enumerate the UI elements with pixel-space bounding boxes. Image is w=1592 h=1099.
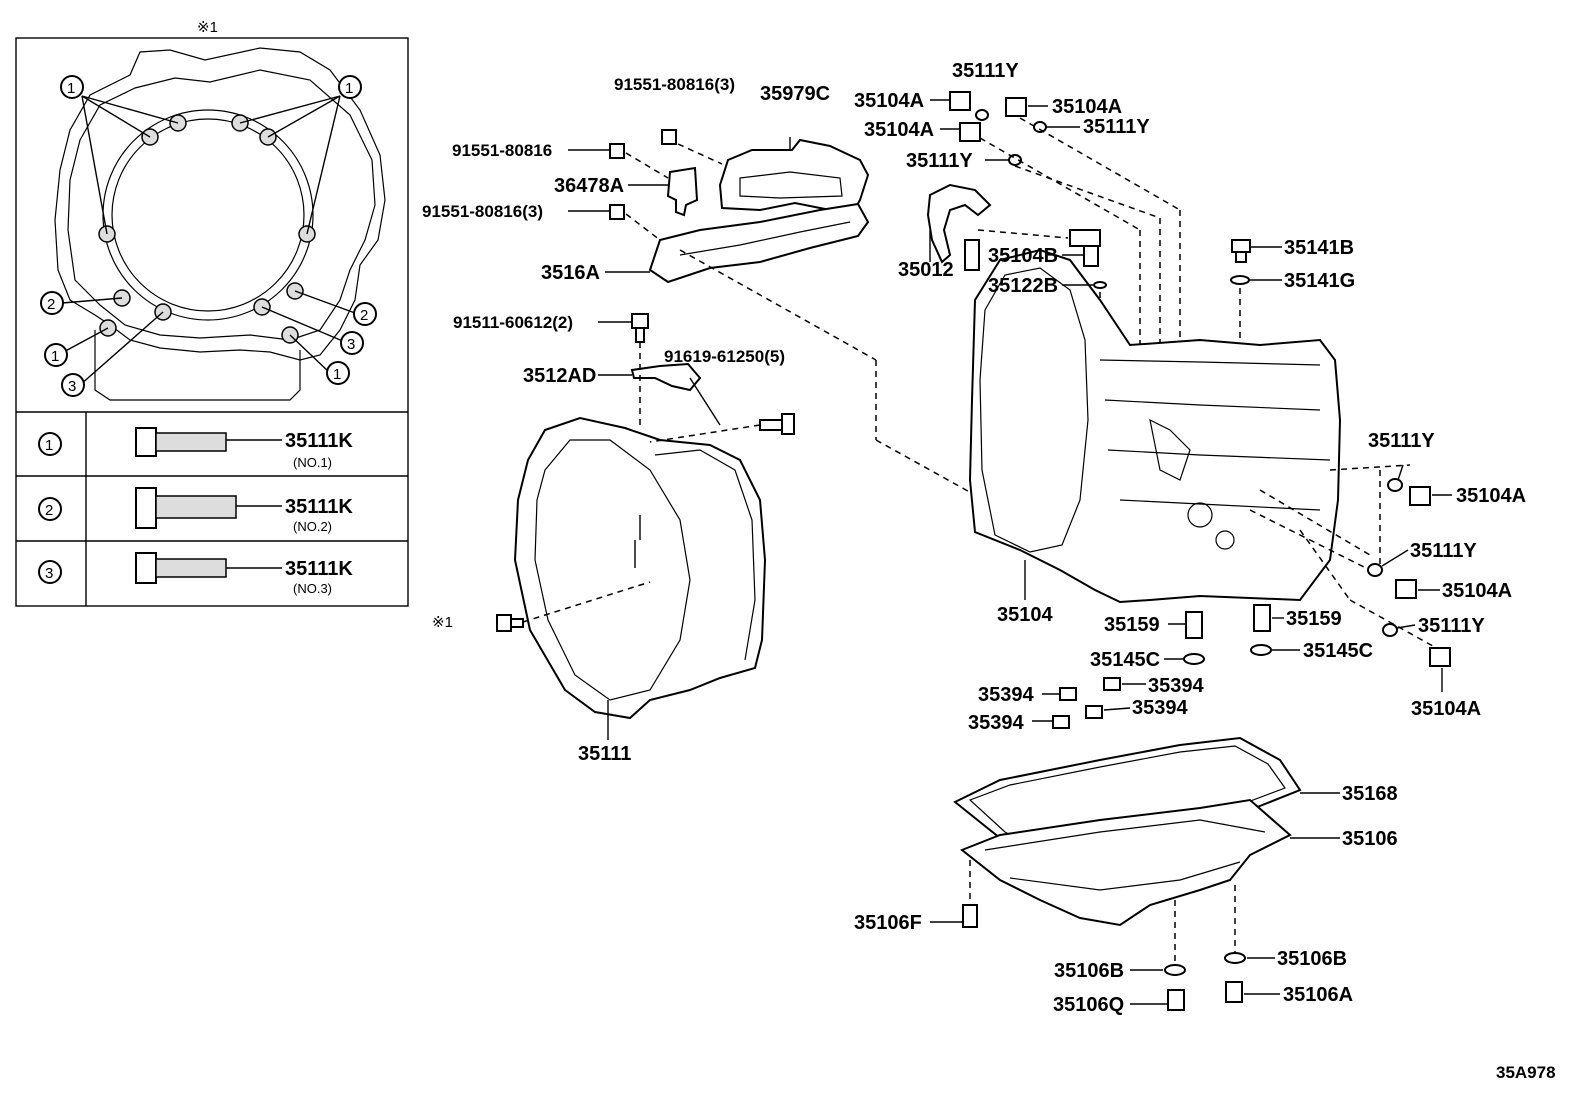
label-35104A-tr: 35104A bbox=[1052, 96, 1122, 118]
part-labels: 91551-80816(3) 35979C 91551-80816 36478A… bbox=[422, 60, 1556, 1082]
bolt-91619 bbox=[759, 413, 795, 435]
label-35168: 35168 bbox=[1342, 783, 1398, 805]
label-35159-left: 35159 bbox=[1104, 614, 1160, 636]
inset-bore-circle bbox=[102, 109, 314, 321]
svg-text:(NO.3): (NO.3) bbox=[293, 581, 332, 596]
label-35104A-s1: 35104A bbox=[1456, 485, 1526, 507]
svg-text:1: 1 bbox=[45, 437, 53, 454]
cover-35979C bbox=[718, 137, 870, 216]
label-35104A-s2: 35104A bbox=[1442, 580, 1512, 602]
label-35394-b: 35394 bbox=[1148, 675, 1204, 697]
label-35111Y-top: 35111Y bbox=[952, 60, 1019, 82]
inset-table-row-3: 3 35111K (NO.3) bbox=[38, 552, 353, 596]
label-35145C-left: 35145C bbox=[1090, 649, 1160, 671]
svg-text:35111K: 35111K bbox=[285, 430, 353, 452]
plug-35104B bbox=[1069, 229, 1101, 267]
svg-text:1: 1 bbox=[333, 366, 341, 383]
plug-35141B bbox=[1230, 239, 1251, 285]
transmission-case-35104 bbox=[968, 248, 1342, 604]
svg-text:(NO.1): (NO.1) bbox=[293, 455, 332, 470]
label-3512AD: 3512AD bbox=[523, 365, 596, 387]
label-35111Y-s2: 35111Y bbox=[1410, 540, 1477, 562]
svg-text:2: 2 bbox=[47, 296, 55, 313]
label-35141B: 35141B bbox=[1284, 237, 1354, 259]
svg-text:35111K: 35111K bbox=[285, 496, 353, 518]
label-35979C: 35979C bbox=[760, 83, 830, 105]
plugs-35104A-side bbox=[1367, 478, 1451, 667]
label-91551-80816-3-top: 91551-80816(3) bbox=[614, 75, 735, 94]
small-parts-35159 bbox=[1183, 604, 1272, 665]
label-35145C-right: 35145C bbox=[1303, 640, 1373, 662]
svg-text:1: 1 bbox=[345, 80, 353, 97]
inset-frame bbox=[15, 37, 409, 607]
inset-callouts: 1 1 2 2 3 1 3 1 bbox=[40, 75, 377, 397]
diagram-code: 35A978 bbox=[1496, 1063, 1556, 1082]
label-35104: 35104 bbox=[997, 604, 1053, 626]
label-35106Q: 35106Q bbox=[1053, 994, 1124, 1016]
label-3516A: 3516A bbox=[541, 262, 600, 284]
label-35012: 35012 bbox=[898, 259, 954, 281]
label-35394-c: 35394 bbox=[968, 712, 1024, 734]
inset-header-mark: ※1 bbox=[197, 19, 218, 36]
small-parts-35394 bbox=[1052, 677, 1121, 729]
cover-3516A bbox=[648, 202, 870, 284]
label-35104A-ml: 35104A bbox=[864, 119, 934, 141]
plugs-35104A-top bbox=[949, 91, 1047, 166]
drain-parts bbox=[962, 904, 1246, 1011]
label-91619-61250: 91619-61250(5) bbox=[664, 347, 785, 366]
label-91511-60612: 91511-60612(2) bbox=[453, 313, 573, 332]
svg-text:35111K: 35111K bbox=[285, 558, 353, 580]
bolt-91511 bbox=[631, 313, 649, 343]
label-35111Y-r1: 35111Y bbox=[1083, 116, 1150, 138]
sensor-35012 bbox=[926, 183, 992, 271]
inset-panel: ※1 1 1 bbox=[15, 19, 409, 607]
label-35111: 35111 bbox=[578, 743, 631, 765]
label-35111Y-s1: 35111Y bbox=[1368, 430, 1435, 452]
leader-lines bbox=[568, 99, 1452, 1005]
label-35111Y-s3: 35111Y bbox=[1418, 615, 1485, 637]
label-35159-right: 35159 bbox=[1286, 608, 1342, 630]
svg-text:1: 1 bbox=[67, 80, 75, 97]
label-35141G: 35141G bbox=[1284, 270, 1355, 292]
label-91551-80816: 91551-80816 bbox=[452, 141, 552, 160]
bracket-3512AD bbox=[630, 362, 721, 426]
bracket-36478A bbox=[666, 166, 699, 217]
inset-table-row-1: 1 35111K (NO.1) bbox=[38, 427, 353, 470]
label-35106F: 35106F bbox=[854, 912, 922, 934]
bolt-ref1 bbox=[496, 614, 524, 632]
svg-text:2: 2 bbox=[360, 307, 368, 324]
label-35394-d: 35394 bbox=[1132, 697, 1188, 719]
inset-table-row-2: 2 35111K (NO.2) bbox=[38, 487, 353, 534]
label-91551-80816-3-low: 91551-80816(3) bbox=[422, 202, 543, 221]
inset-bolts bbox=[98, 114, 316, 344]
label-35106: 35106 bbox=[1342, 828, 1398, 850]
label-35104A-tl: 35104A bbox=[854, 90, 924, 112]
svg-text:2: 2 bbox=[45, 502, 53, 519]
label-35111Y-r2: 35111Y bbox=[906, 150, 973, 172]
label-36478A: 36478A bbox=[554, 175, 624, 197]
bolts-91551 bbox=[609, 129, 677, 220]
label-35106B-right: 35106B bbox=[1277, 948, 1347, 970]
svg-text:3: 3 bbox=[45, 565, 53, 582]
label-35106A: 35106A bbox=[1283, 984, 1353, 1006]
label-ref1: ※1 bbox=[432, 614, 453, 631]
svg-text:1: 1 bbox=[51, 348, 59, 365]
label-35106B-left: 35106B bbox=[1054, 960, 1124, 982]
label-35122B: 35122B bbox=[988, 275, 1058, 297]
svg-text:3: 3 bbox=[68, 378, 76, 395]
label-35394-a: 35394 bbox=[978, 684, 1034, 706]
gasket-35122B bbox=[1093, 281, 1107, 289]
oil-pan-35106 bbox=[960, 798, 1292, 927]
svg-text:3: 3 bbox=[347, 336, 355, 353]
label-35104B: 35104B bbox=[988, 245, 1058, 267]
bell-housing-35111 bbox=[513, 416, 767, 720]
label-35104A-s3: 35104A bbox=[1411, 698, 1481, 720]
svg-text:(NO.2): (NO.2) bbox=[293, 519, 332, 534]
